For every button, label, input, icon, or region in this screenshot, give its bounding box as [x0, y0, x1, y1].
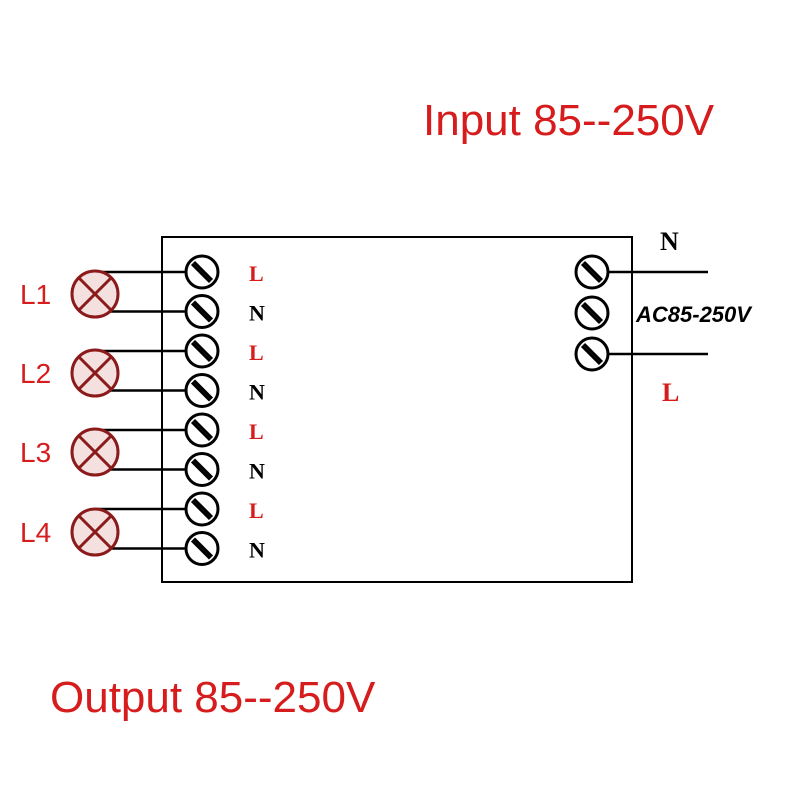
input-title: Input 85--250V: [423, 96, 715, 145]
lamp-label-3: L3: [20, 437, 51, 468]
output-terminal-label-4: N: [249, 380, 265, 405]
input-terminal-1: [574, 254, 610, 290]
output-terminal-label-1: L: [249, 261, 264, 286]
output-terminal-block: [184, 254, 220, 566]
lamp-label-4: L4: [20, 517, 51, 548]
input-terminal-3: [574, 336, 610, 372]
input-terminal-2: [574, 295, 610, 331]
output-terminal-label-5: L: [249, 419, 264, 444]
lamp-3: L3: [20, 427, 120, 477]
lamp-1: L1: [20, 269, 120, 319]
output-terminal-2: [184, 294, 220, 329]
input-terminal-block: [574, 254, 610, 372]
output-title: Output 85--250V: [50, 673, 376, 722]
output-terminal-6: [184, 452, 220, 487]
output-terminal-1: [184, 254, 220, 290]
output-terminal-8: [184, 531, 220, 566]
lamp-4: L4: [20, 507, 120, 557]
output-terminal-label-7: L: [249, 498, 264, 523]
lamp-label-1: L1: [20, 279, 51, 310]
output-terminal-4: [184, 373, 220, 408]
lamp-label-2: L2: [20, 358, 51, 389]
input-label-n: N: [660, 227, 679, 256]
output-terminal-label-6: N: [249, 459, 265, 484]
output-terminal-7: [184, 491, 220, 527]
input-label-l: L: [662, 378, 679, 407]
output-terminal-5: [184, 412, 220, 448]
output-terminal-label-8: N: [249, 538, 265, 563]
module-box: [161, 236, 633, 583]
output-terminal-label-3: L: [249, 340, 264, 365]
lamp-2: L2: [20, 348, 120, 398]
output-terminal-label-2: N: [249, 301, 265, 326]
input-wires: [607, 270, 708, 356]
output-terminal-3: [184, 333, 220, 369]
input-label-ac: AC85-250V: [635, 302, 753, 327]
